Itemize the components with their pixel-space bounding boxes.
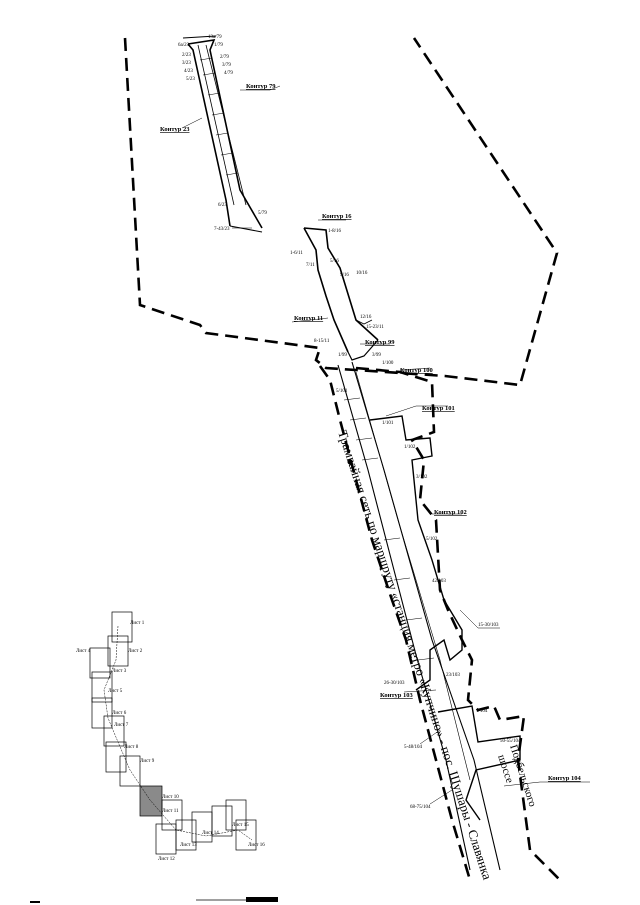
point-label: 2/79 <box>220 55 229 60</box>
point-label: 26-30/103 <box>384 681 405 686</box>
sheet-index-labels: Лист 1 Лист 2 Лист 3 Лист 4 Лист 5 Лист … <box>76 621 265 862</box>
point-label: 3/99 <box>372 353 381 358</box>
corridor-boundary-left <box>318 365 472 881</box>
sheet-label: Лист 9 <box>140 759 155 764</box>
point-label: 1/104 <box>476 709 488 714</box>
contour-102-label: Контур 102 <box>434 509 467 516</box>
contour-16-label: Контур 16 <box>322 213 352 220</box>
contour-99-label: Контур 99 <box>365 339 395 346</box>
point-label: 15-30/103 <box>478 623 499 628</box>
point-label: 9/16 <box>340 273 349 278</box>
point-label: 1/101 <box>382 421 394 426</box>
point-label: 50-55/104 <box>500 739 521 744</box>
contour-79-leaders <box>181 85 281 229</box>
contour-16-11-leaders <box>291 219 390 345</box>
point-label: 12/16 <box>360 315 372 320</box>
point-label: 1-6/11 <box>290 251 303 256</box>
point-label: 10/16 <box>356 271 368 276</box>
point-label: 7/11 <box>306 263 315 268</box>
contour-104-label: Контур 104 <box>548 775 581 782</box>
contour-101-label: Контур 101 <box>422 405 455 412</box>
point-labels: 13а/79 1/79 6а/23 2/23 3/23 4/23 5/23 2/… <box>178 35 521 810</box>
point-label: 5-48/104 <box>404 745 423 750</box>
point-label: 6/23 <box>218 203 227 208</box>
point-label: 42/103 <box>432 579 446 584</box>
point-label: 3/79 <box>222 63 231 68</box>
point-label: 8-15/11 <box>314 339 330 344</box>
point-label: 23/103 <box>446 673 460 678</box>
contour-102-outline <box>369 415 463 691</box>
sheet-index-map <box>89 611 257 855</box>
point-label: 2/23 <box>182 53 191 58</box>
contour-16-11-path <box>303 227 379 361</box>
contour-104-outline <box>437 705 521 821</box>
sheet-label: Лист 16 <box>248 843 265 848</box>
corridor-leaders <box>385 367 590 805</box>
survey-point-marker <box>347 459 353 465</box>
corridor-boundary-right <box>355 366 561 881</box>
point-label: 4/79 <box>224 71 233 76</box>
point-label: 4/23 <box>184 69 193 74</box>
point-label: 1/100 <box>382 361 394 366</box>
contour-23-label: Контур 23 <box>160 126 190 133</box>
point-label: 3/102 <box>416 475 428 480</box>
point-label: 68-75/104 <box>410 805 431 810</box>
point-label: 7-43/23 <box>214 227 230 232</box>
point-label: 5/79 <box>258 211 267 216</box>
sheet-label: Лист 5 <box>108 689 123 694</box>
plot-boundary-upper <box>123 37 559 387</box>
corridor-ticks <box>343 397 435 661</box>
point-label: 1/99 <box>338 353 347 358</box>
scale-bar-thick <box>246 897 278 902</box>
sheet-label: Лист 13 <box>180 843 197 848</box>
sheet-label: Лист 6 <box>112 711 127 716</box>
point-label: 1/102 <box>404 445 416 450</box>
point-label: 1/79 <box>214 43 223 48</box>
point-label: 15-23/11 <box>366 325 384 330</box>
point-label: 6а/23 <box>178 43 190 48</box>
sheet-label: Лист 2 <box>128 649 143 654</box>
contour-100-label: Контур 100 <box>400 367 433 374</box>
sheet-label: Лист 4 <box>76 649 91 654</box>
point-label: 13а/79 <box>208 35 222 40</box>
point-label: 3/23 <box>182 61 191 66</box>
point-label: 5/23 <box>186 77 195 82</box>
sheet-label: Лист 11 <box>162 809 179 814</box>
point-label: 5/101 <box>336 389 348 394</box>
point-label: 5/16 <box>330 259 339 264</box>
contour-103-label: Контур 103 <box>380 692 413 699</box>
sheet-label: Лист 12 <box>158 857 175 862</box>
sheet-label: Лист 10 <box>162 795 179 800</box>
point-label: 1-8/16 <box>328 229 342 234</box>
sheet-label: Лист 1 <box>130 621 145 626</box>
sheet-label: Лист 7 <box>114 723 129 728</box>
tram-corridor-lines <box>337 361 501 871</box>
point-label: 5/102 <box>426 537 438 542</box>
sheet-label: Лист 3 <box>112 669 127 674</box>
contour-11-label: Контур 11 <box>294 315 323 322</box>
sheet-label: Лист 14 <box>202 831 219 836</box>
sheet-label: Лист 8 <box>124 745 139 750</box>
contour-79-ticks <box>199 57 239 176</box>
sheet-label: Лист 15 <box>232 823 249 828</box>
contour-79-strip <box>182 35 263 233</box>
contour-79-label: Контур 79 <box>246 83 276 90</box>
